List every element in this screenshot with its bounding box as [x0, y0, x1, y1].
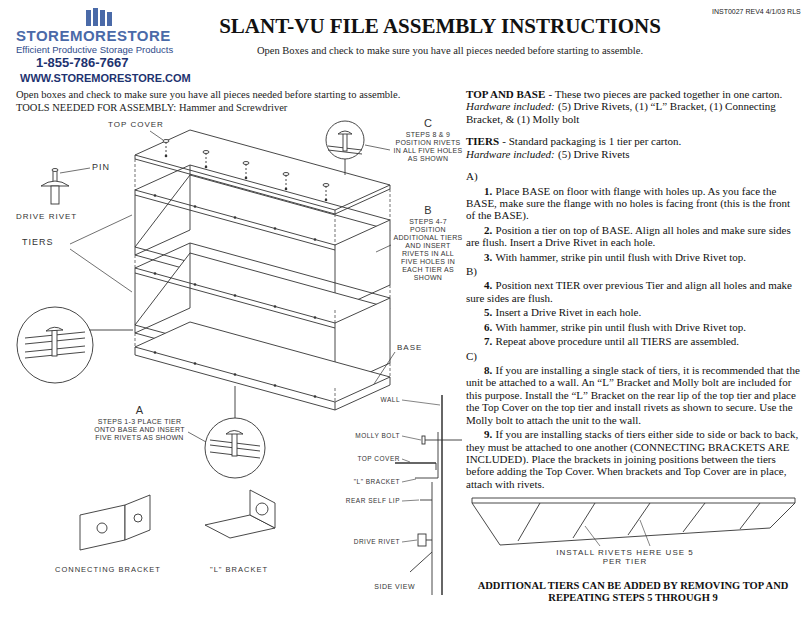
- part-label: TOP COVER: [108, 120, 164, 129]
- instruction-text: Position a tier on top of BASE. Align al…: [466, 224, 791, 248]
- side-view-label: DRIVE RIVET: [325, 538, 400, 545]
- text-block: A): [466, 170, 800, 182]
- step-callout: STEPS 8 & 9 POSITION RIVETS IN ALL FIVE …: [392, 131, 464, 163]
- instruction-text: Position next TIER over previous Tier an…: [466, 279, 792, 303]
- text-block: 8.If you are installing a single stack o…: [466, 364, 800, 426]
- instruction-text: With hammer, strike pin until flush with…: [496, 321, 747, 333]
- instruction-text: - These two pieces are packed together i…: [549, 88, 783, 100]
- item-subheading: Hardware included:: [466, 148, 555, 160]
- item-heading: 3.: [484, 251, 492, 263]
- leader-lines: [60, 131, 395, 442]
- closing-note: ADDITIONAL TIERS CAN BE ADDED BY REMOVIN…: [468, 580, 798, 604]
- text-block: 6. With hammer, strike pin until flush wi…: [466, 321, 800, 333]
- part-label: DRIVE RIVET: [16, 212, 77, 221]
- connecting-bracket: [80, 495, 150, 550]
- step-callout: STEPS 4-7 POSITION ADDITIONAL TIERS AND …: [393, 218, 463, 282]
- drive-rivet-icon: [41, 169, 69, 205]
- instruction-text: With hammer, strike pin until flush with…: [496, 251, 747, 263]
- instructions-column: TOP AND BASE - These two pieces are packe…: [466, 88, 800, 490]
- detail-circle-top: [326, 121, 364, 175]
- side-view-label: MOLLY BOLT: [325, 432, 400, 439]
- rivet-note: INSTALL RIVETS HERE USE 5 PER TIER: [545, 548, 705, 566]
- text-block: TOP AND BASE - These two pieces are packe…: [466, 88, 800, 125]
- part-label: BASE: [397, 343, 422, 352]
- phone-number: 1-855-786-7667: [36, 56, 129, 71]
- instruction-text: Repeat above procedure until all TIERS a…: [496, 335, 740, 347]
- text-block: 9.If you are installing stacks of tiers …: [466, 428, 800, 490]
- part-label: TIERS: [22, 237, 54, 247]
- text-block: 5. Insert a Drive Rivet in each hole.: [466, 306, 800, 318]
- item-heading: 4.: [484, 279, 492, 291]
- item-heading: 6.: [484, 321, 492, 333]
- text-block: 2.Position a tier on top of BASE. Align …: [466, 224, 800, 249]
- tools-note: TOOLS NEEDED FOR ASSEMBLY: Hammer and Sc…: [16, 102, 464, 114]
- instruction-text: B): [466, 265, 477, 277]
- text-block: C): [466, 350, 800, 362]
- side-view-label: "L" BRACKET: [325, 478, 400, 485]
- step-callout: STEPS 1-3 PLACE TIER ONTO BASE AND INSER…: [92, 418, 187, 442]
- text-block: 1.Place BASE on floor with flange with h…: [466, 185, 800, 222]
- item-heading: 9.: [484, 428, 492, 440]
- item-heading: 8.: [484, 364, 492, 376]
- side-view-label: TOP COVER: [325, 455, 400, 462]
- item-heading: 7.: [484, 335, 492, 347]
- l-bracket: [205, 490, 275, 538]
- item-subheading: Hardware included:: [466, 100, 555, 112]
- instruction-text: If you are installing a single stack of …: [466, 364, 800, 426]
- item-heading: 2.: [484, 224, 492, 236]
- text-block: B): [466, 265, 800, 277]
- part-label: PIN: [92, 162, 110, 172]
- instruction-text: (5) Drive Rivets: [558, 148, 629, 160]
- subtitle: Open Boxes and check to make sure you ha…: [190, 45, 710, 57]
- part-label: CONNECTING BRACKET: [55, 566, 161, 575]
- page-title: SLANT-VU FILE ASSEMBLY INSTRUCTIONS: [170, 14, 710, 38]
- shelf-rivet-detail: [472, 498, 795, 546]
- view-title: SIDE VIEW: [345, 583, 415, 591]
- step-letter: B: [393, 204, 463, 217]
- text-block: 3. With hammer, strike pin until flush wi…: [466, 251, 800, 263]
- document-code: INST0027 REV4 4/1/03 RLS: [712, 8, 801, 16]
- side-view: [395, 395, 462, 595]
- brand-tagline: Efficient Productive Storage Products: [16, 45, 173, 56]
- instruction-text: A): [466, 170, 478, 182]
- detail-circle-tiers: [17, 307, 133, 383]
- logo-icon: [86, 8, 112, 26]
- base: [135, 322, 390, 410]
- website: WWW.STOREMORESTORE.COM: [20, 72, 191, 85]
- text-block: 7. Repeat above procedure until all TIERS…: [466, 335, 800, 347]
- item-heading: TIERS: [466, 135, 499, 147]
- instruction-text: C): [466, 350, 477, 362]
- alignment-lines: [135, 159, 390, 402]
- side-view-label: WALL: [370, 396, 400, 403]
- instruction-text: - Standard packaging is 1 tier per carto…: [502, 135, 681, 147]
- text-block: TIERS- Standard packaging is 1 tier per …: [466, 135, 800, 160]
- item-heading: 1.: [484, 185, 492, 197]
- step-letter: A: [92, 404, 187, 417]
- text-block: 4.Position next TIER over previous Tier …: [466, 279, 800, 304]
- detail-circle-base: [205, 386, 265, 478]
- part-label: "L" BRACKET: [210, 566, 268, 575]
- instruction-text: Insert a Drive Rivet in each hole.: [496, 306, 642, 318]
- item-heading: 5.: [484, 306, 492, 318]
- instruction-text: If you are installing stacks of tiers ei…: [466, 428, 798, 490]
- brand-name: STOREMORESTORE: [16, 27, 171, 44]
- side-view-label: REAR SELF LIP: [325, 497, 400, 504]
- item-heading: TOP AND BASE: [466, 88, 545, 100]
- step-letter: C: [392, 117, 464, 130]
- instruction-text: Place BASE on floor with flange with hol…: [466, 185, 790, 222]
- intro-note: Open boxes and check to make sure you ha…: [16, 89, 464, 101]
